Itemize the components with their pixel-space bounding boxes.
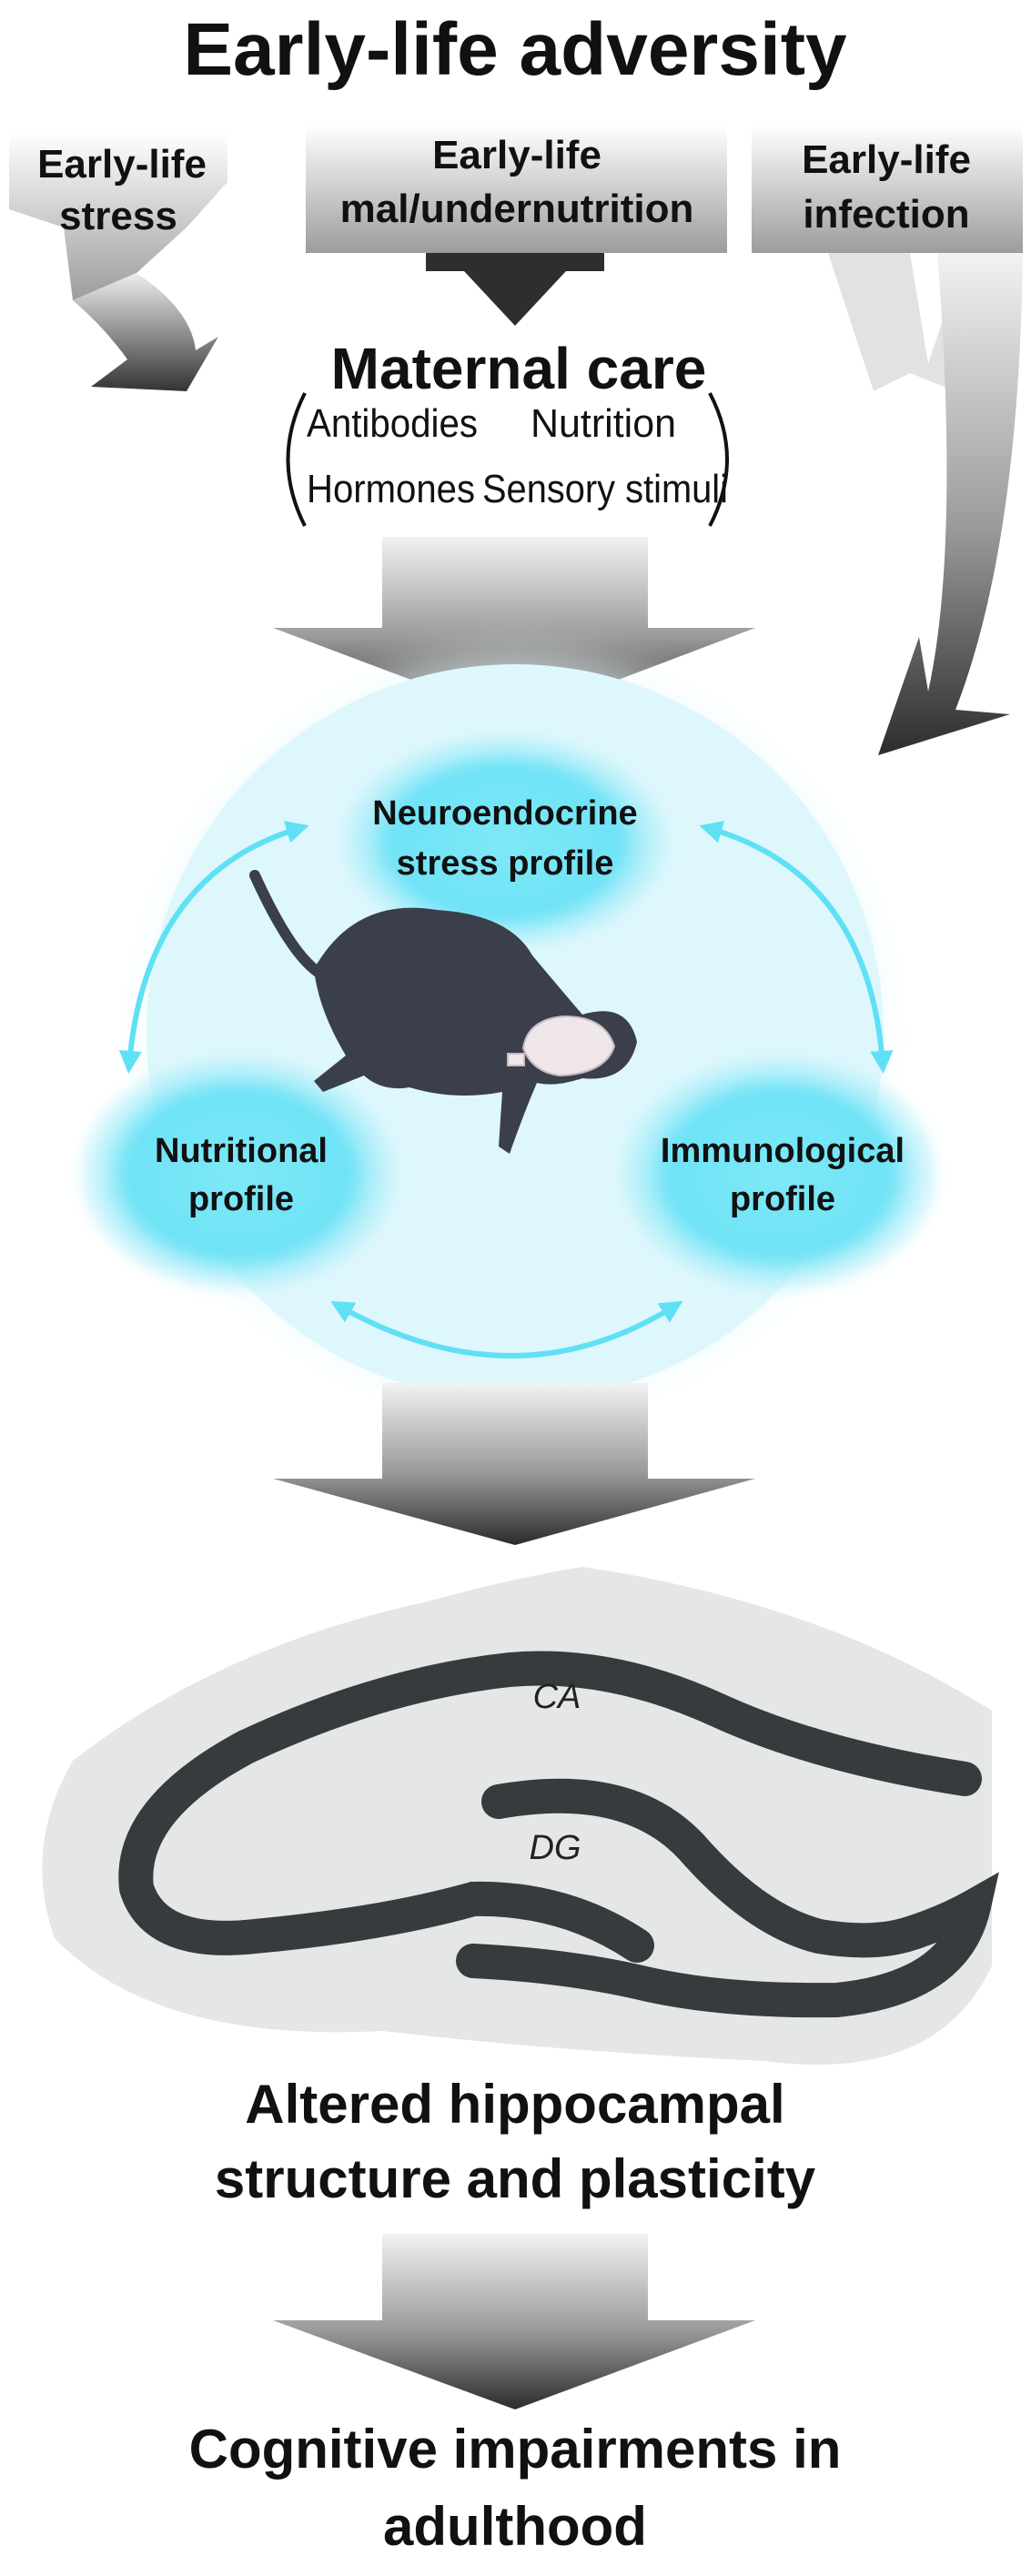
title: Early-life adversity [183,8,847,91]
maternal-care-item-sensory-stimuli: Sensory stimuli [482,467,728,511]
maternal-care-item-antibodies: Antibodies [307,401,478,446]
arrow-nutritional-immunological [330,1300,683,1359]
nutritional-line2: profile [188,1180,294,1218]
dg-label: DG [530,1829,581,1867]
source-stress-line1: Early-life [37,142,207,187]
source-nutrition: Early-life mal/undernutrition [306,126,727,326]
maternal-care-item-nutrition: Nutrition [531,401,676,446]
ca-label: CA [533,1678,581,1716]
immunological-line1: Immunological [661,1132,905,1170]
maternal-care-item-hormones: Hormones [307,467,475,511]
immunological-profile-bubble [620,1056,938,1292]
outcome-1-line2: structure and plasticity [215,2148,816,2209]
nutritional-profile-bubble [79,1056,398,1292]
hippocampus-illustration: CA DG [42,1567,999,2066]
source-stress: Early-life stress [9,132,227,391]
nutritional-line1: Nutritional [155,1132,328,1170]
ca-band [118,1651,982,1963]
neuroendocrine-line2: stress profile [397,844,614,883]
source-infection-line2: infection [803,192,969,237]
outcome-2-line1: Cognitive impairments in [189,2419,842,2480]
source-nutrition-line2: mal/undernutrition [340,187,694,231]
immunological-line2: profile [730,1180,835,1218]
down-arrow-2 [273,1383,755,1545]
source-stress-line2: stress [59,194,177,238]
arrow-neuro-nutritional [118,821,309,1075]
source-infection-line1: Early-life [802,137,971,182]
right-paren [708,392,729,527]
outcome-2-line2: adulthood [383,2496,647,2557]
arrow-neuro-immunological [699,820,894,1075]
neuroendocrine-line1: Neuroendocrine [372,794,637,833]
left-paren [286,392,307,527]
profile-circle: Neuroendocrine stress profile Nutritiona… [79,632,938,1433]
neuroendocrine-profile-bubble [341,734,669,949]
maternal-care-title: Maternal care [331,336,707,401]
dg-band [456,1778,999,2018]
source-nutrition-line1: Early-life [432,133,601,177]
source-infection: Early-life infection [752,126,1023,755]
maternal-care: Maternal care Antibodies Nutrition Hormo… [286,336,729,527]
outcome-1-line1: Altered hippocampal [245,2074,784,2135]
down-arrow-3 [273,2234,755,2409]
